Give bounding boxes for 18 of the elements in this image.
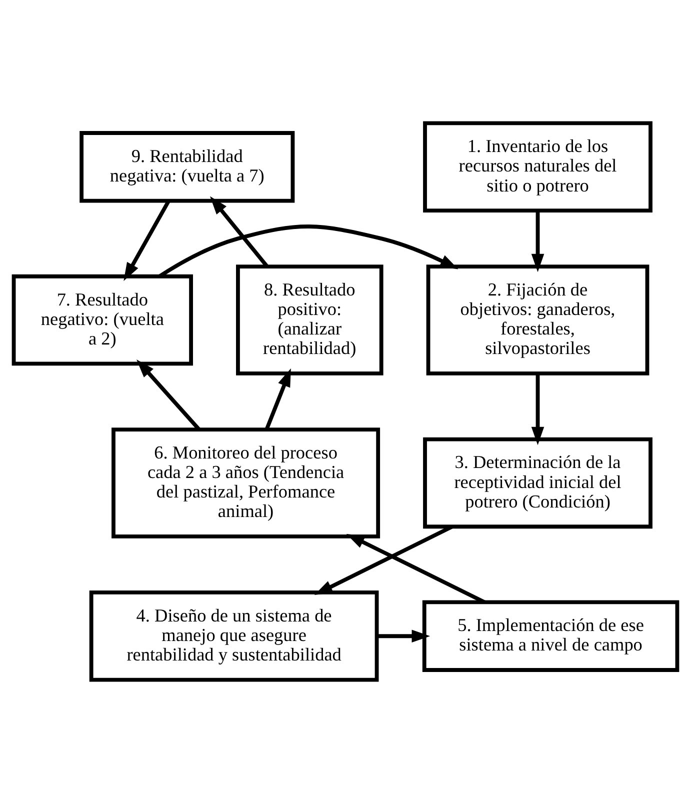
arrow xyxy=(346,533,486,604)
arrow xyxy=(531,373,544,445)
node-box: 8. Resultado positivo: (analizar rentabilidad) xyxy=(236,264,384,375)
arrow xyxy=(158,224,458,278)
arrow xyxy=(376,629,430,642)
node-box: 7. Resultado negativo: (vuelta a 2) xyxy=(12,274,193,366)
node-box: 1. Inventario de los recursos naturales del sitio o potrero xyxy=(423,120,652,212)
arrow xyxy=(531,210,544,272)
node-box: 9. Rentabilidad negativa: (vuelta a 7) xyxy=(80,130,295,202)
node-box: 6. Monitoreo del proceso cada 2 a 3 años (Tendencia del pastizal, Perfomance animal) xyxy=(112,427,380,538)
arrow xyxy=(314,524,453,595)
node-box: 2. Fijación de objetivos: ganaderos, forestales, silvopastoriles xyxy=(426,264,650,375)
arrow xyxy=(136,358,200,430)
node-box: 4. Diseño de un sistema de manejo que asegure rentabilidad y sustentabilidad xyxy=(89,590,379,682)
arrow xyxy=(210,196,268,267)
node-box: 3. Determinación de la receptividad inicial del potrero (Condición) xyxy=(423,436,652,528)
node-box: 5. Implementación de ese sistema a nivel de campo xyxy=(422,600,680,672)
arrow xyxy=(264,368,291,430)
